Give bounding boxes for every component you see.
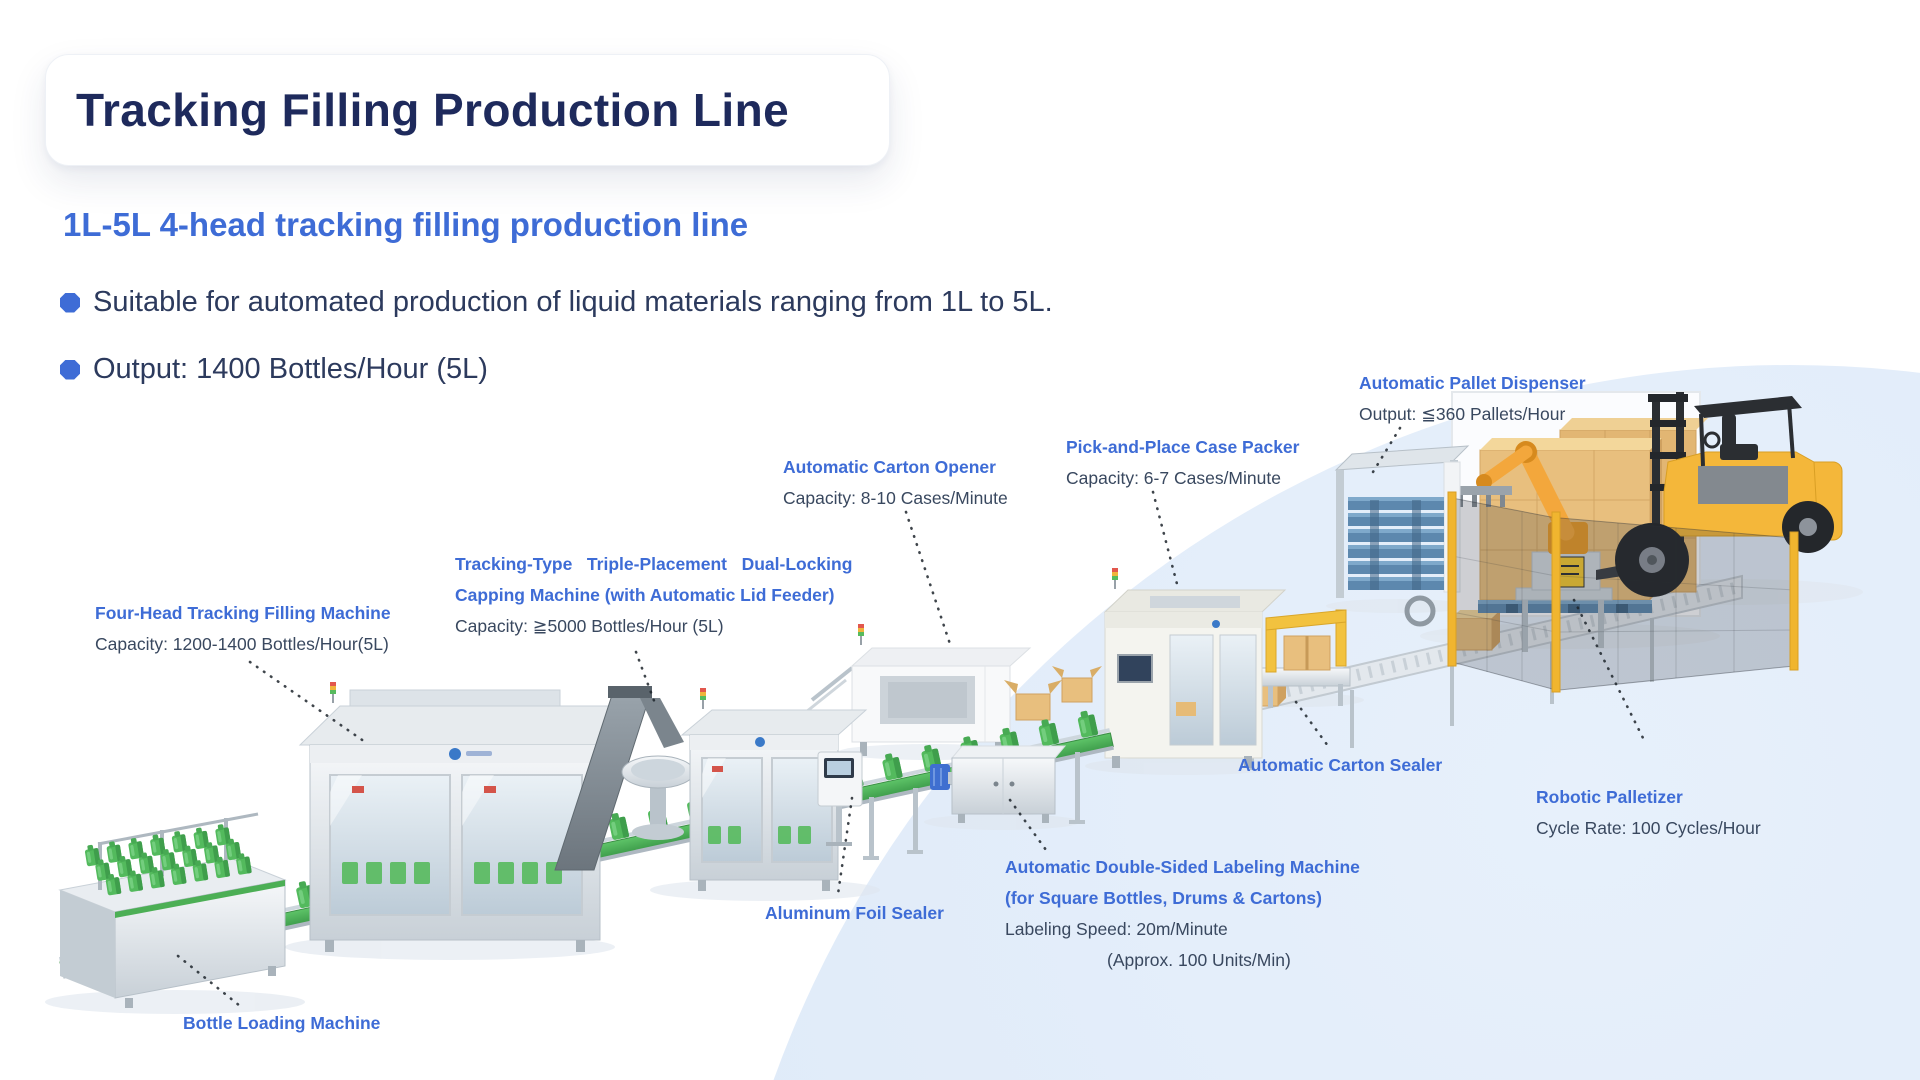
lid-elevator bbox=[554, 686, 684, 871]
leader-lines bbox=[176, 426, 1648, 1008]
machine-spec: Cycle Rate: 100 Cycles/Hour bbox=[1536, 818, 1761, 838]
bowl-feeder bbox=[621, 755, 695, 840]
machine-title: Automatic Double-Sided Labeling Machine bbox=[1005, 857, 1360, 877]
case-packer-illustration bbox=[1103, 568, 1287, 768]
machine-title: Automatic Carton Sealer bbox=[1238, 755, 1443, 775]
label-four-head-filling: Four-Head Tracking Filling Machine Capac… bbox=[95, 598, 391, 660]
machine-title: Tracking-Type Triple-Placement Dual-Lock… bbox=[455, 554, 853, 574]
foil-sealer-illustration bbox=[817, 751, 863, 846]
open-cartons bbox=[1004, 666, 1102, 721]
leader-carton-opener bbox=[904, 510, 952, 646]
subtitle: 1L-5L 4-head tracking filling production… bbox=[63, 206, 749, 243]
label-carton-sealer: Automatic Carton Sealer bbox=[1238, 750, 1442, 781]
bullet-row: Output: 1400 Bottles/Hour (5L) bbox=[60, 353, 488, 386]
label-robotic-palletizer: Robotic Palletizer Cycle Rate: 100 Cycle… bbox=[1536, 782, 1761, 844]
title-card: Tracking Filling Production Line bbox=[45, 54, 890, 166]
leader-foil-sealer bbox=[836, 796, 854, 896]
label-case-packer: Pick-and-Place Case Packer Capacity: 6-7… bbox=[1066, 432, 1299, 494]
machine-title: (for Square Bottles, Drums & Cartons) bbox=[1005, 888, 1322, 908]
leader-capping bbox=[634, 650, 658, 708]
machine-spec: (Approx. 100 Units/Min) bbox=[1107, 950, 1291, 970]
machine-title: Four-Head Tracking Filling Machine bbox=[95, 603, 391, 623]
label-bottle-loading: Bottle Loading Machine bbox=[183, 1008, 380, 1039]
carton-sealer-illustration bbox=[1261, 609, 1351, 708]
safety-fence bbox=[1447, 491, 1799, 693]
label-carton-opener: Automatic Carton Opener Capacity: 8-10 C… bbox=[783, 452, 1008, 514]
machine-title: Automatic Carton Opener bbox=[783, 457, 996, 477]
label-capping-machine: Tracking-Type Triple-Placement Dual-Lock… bbox=[455, 549, 852, 642]
machine-spec: Labeling Speed: 20m/Minute bbox=[1005, 919, 1228, 939]
labeling-machine-illustration bbox=[930, 745, 1067, 823]
leader-labeling bbox=[1008, 798, 1048, 852]
label-pallet-dispenser: Automatic Pallet Dispenser Output: ≦360 … bbox=[1359, 368, 1586, 430]
label-labeling-machine: Automatic Double-Sided Labeling Machine … bbox=[1005, 852, 1360, 976]
page-title: Tracking Filling Production Line bbox=[76, 84, 790, 136]
machine-spec: Capacity: 6-7 Cases/Minute bbox=[1066, 468, 1281, 488]
leader-robotic-palletizer bbox=[1572, 598, 1648, 746]
octagon-bullet-icon bbox=[60, 292, 80, 313]
leader-filling bbox=[248, 660, 370, 746]
octagon-bullet-icon bbox=[60, 359, 80, 380]
forklift-illustration bbox=[1596, 392, 1843, 597]
stretch-wrap-ring bbox=[1404, 595, 1436, 627]
leader-case-packer bbox=[1151, 490, 1179, 586]
machine-title: Capping Machine (with Automatic Lid Feed… bbox=[455, 585, 835, 605]
carton-opener-illustration bbox=[805, 624, 1102, 756]
machine-spec: Capacity: 1200-1400 Bottles/Hour(5L) bbox=[95, 634, 389, 654]
machine-spec: Output: ≦360 Pallets/Hour bbox=[1359, 404, 1566, 424]
label-foil-sealer: Aluminum Foil Sealer bbox=[765, 898, 944, 929]
machine-spec: Capacity: 8-10 Cases/Minute bbox=[783, 488, 1008, 508]
machine-title: Robotic Palletizer bbox=[1536, 787, 1683, 807]
filling-machine-illustration bbox=[298, 682, 642, 952]
bottle-loading-machine-illustration bbox=[58, 812, 287, 1008]
machine-title: Bottle Loading Machine bbox=[183, 1013, 381, 1033]
bullet-text: Suitable for automated production of liq… bbox=[93, 286, 1053, 318]
leader-carton-sealer bbox=[1294, 700, 1330, 748]
machine-spec: Capacity: ≧5000 Bottles/Hour (5L) bbox=[455, 616, 724, 636]
machine-title: Aluminum Foil Sealer bbox=[765, 903, 944, 923]
machine-title: Pick-and-Place Case Packer bbox=[1066, 437, 1300, 457]
machine-title: Automatic Pallet Dispenser bbox=[1359, 373, 1586, 393]
bullet-text: Output: 1400 Bottles/Hour (5L) bbox=[93, 353, 488, 385]
leader-pallet-dispenser bbox=[1371, 426, 1402, 474]
bullet-row: Suitable for automated production of liq… bbox=[60, 286, 1053, 319]
